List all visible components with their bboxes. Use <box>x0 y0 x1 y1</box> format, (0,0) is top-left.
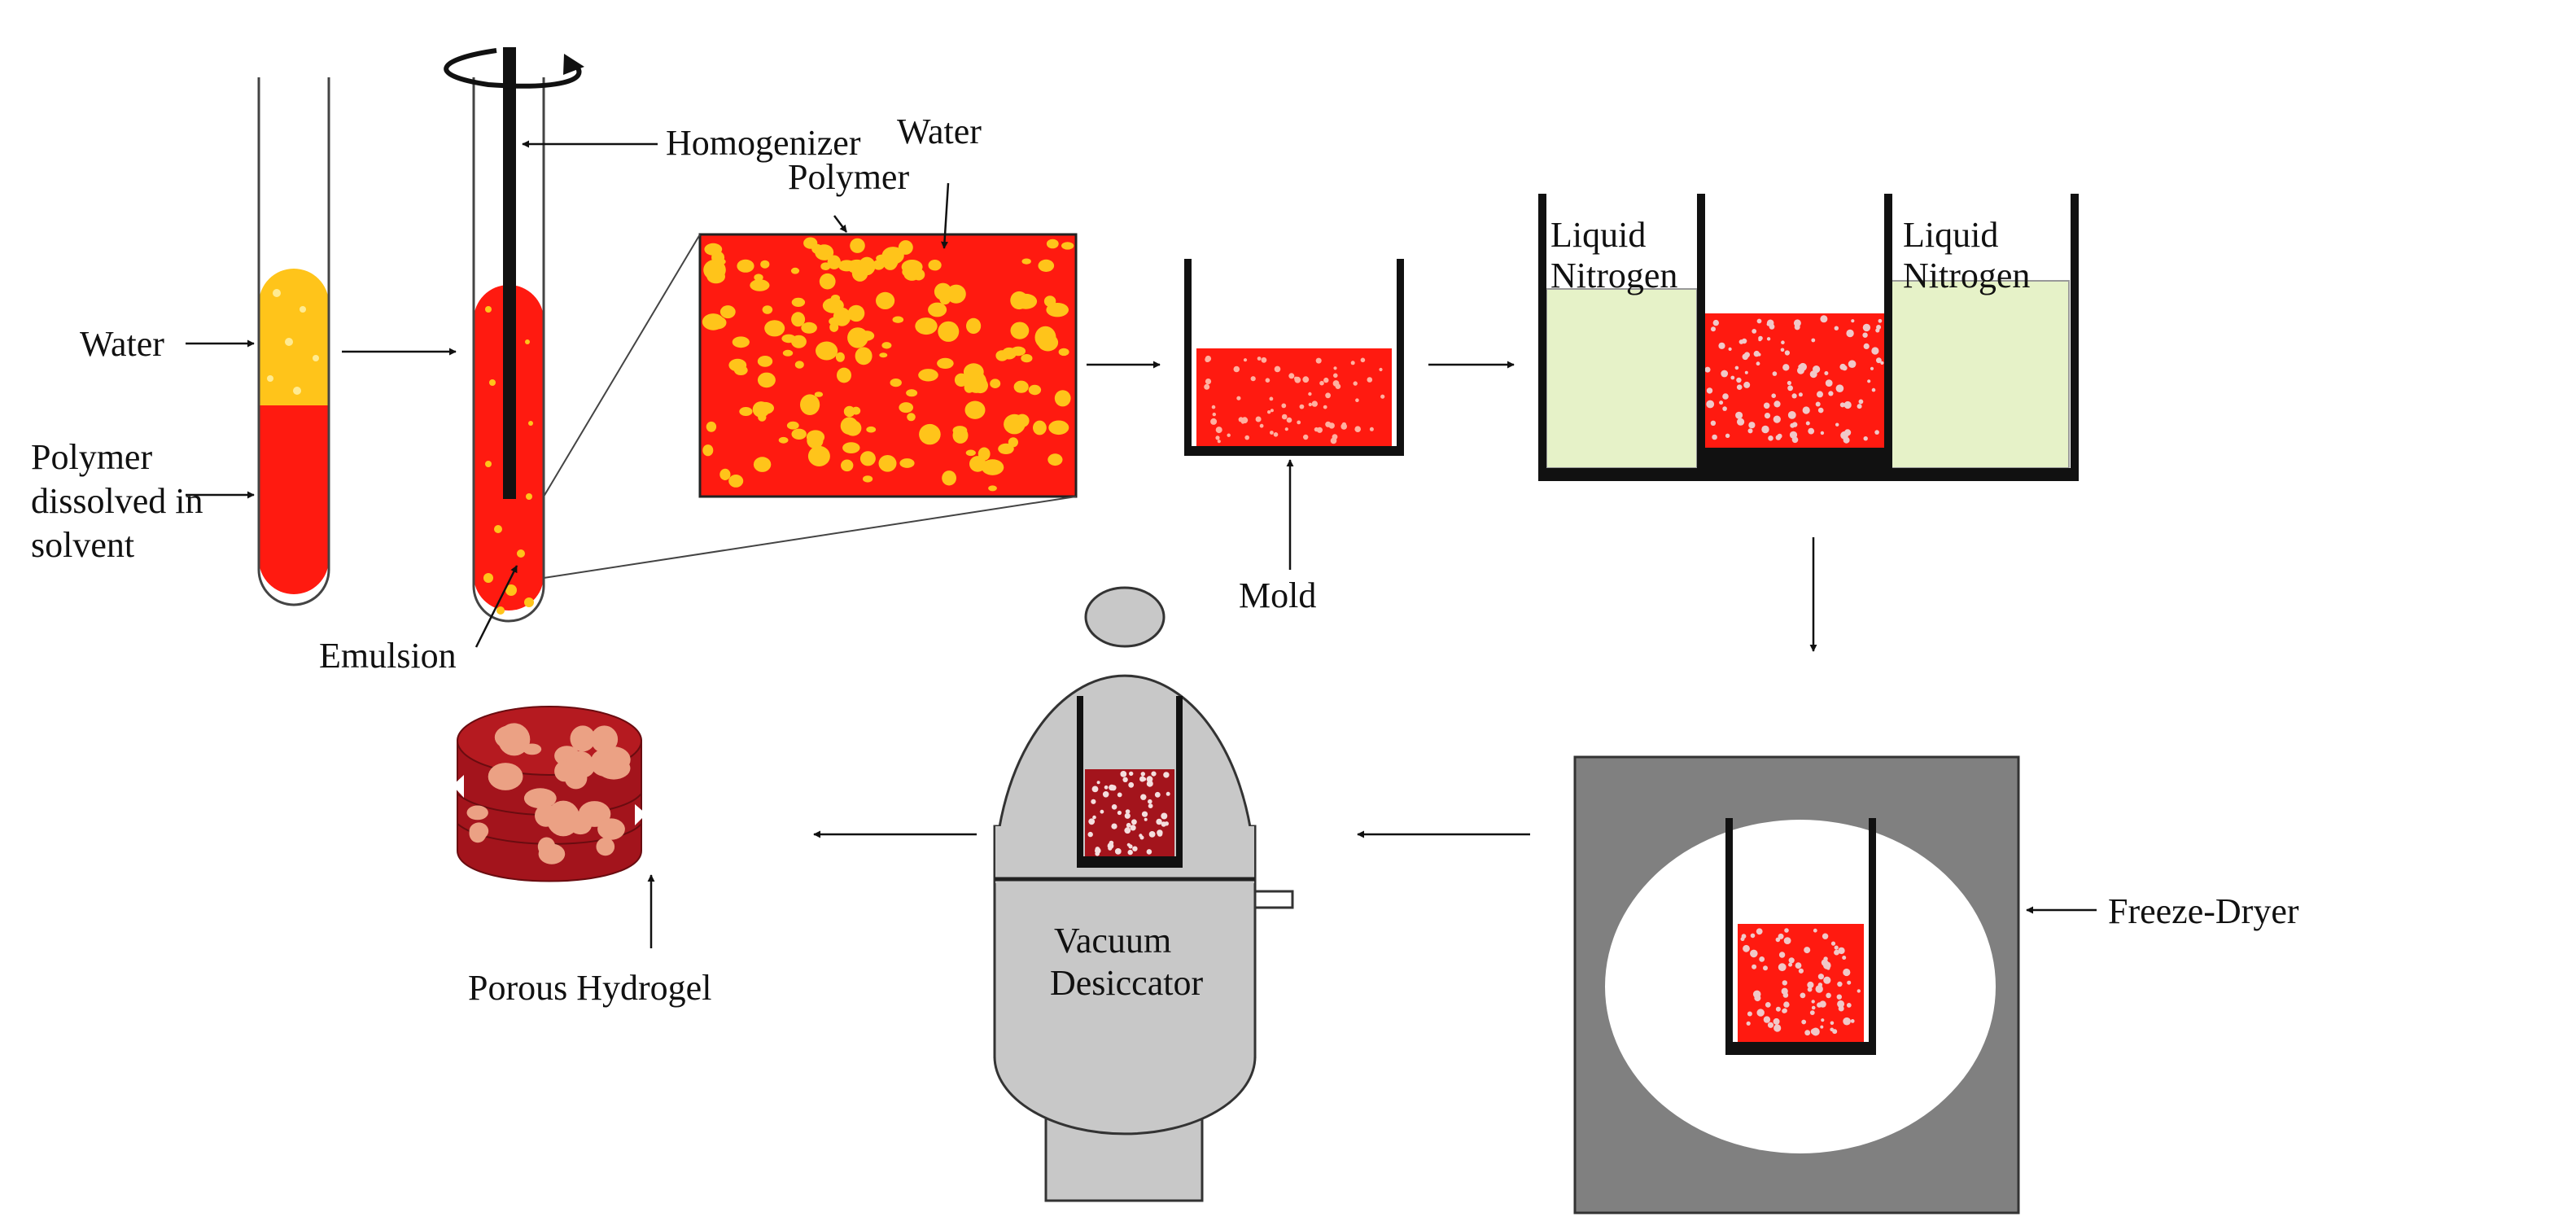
label-pointer-arrows <box>186 140 2097 948</box>
label-zoom-water: Water <box>897 112 982 151</box>
labels: Water Polymer dissolved in solvent Homog… <box>31 112 2299 1008</box>
liquid-nitrogen-bath <box>1538 194 2079 481</box>
vacuum-desiccator <box>993 586 1294 1202</box>
label-ln2-left-line1: Liquid <box>1550 215 1646 255</box>
freeze-dryer <box>1573 755 2020 1214</box>
label-polymer-line1: Polymer <box>31 437 152 477</box>
label-ln2-right-line2: Nitrogen <box>1903 256 2030 295</box>
water-layer <box>259 269 329 407</box>
label-vacuum-line1: Vacuum <box>1054 921 1171 961</box>
emulsion-zoom-box <box>698 233 1078 498</box>
label-zoom-polymer: Polymer <box>788 157 909 197</box>
label-polymer-line2: dissolved in <box>31 481 203 521</box>
label-mold: Mold <box>1239 575 1316 615</box>
label-porous-hydrogel: Porous Hydrogel <box>468 968 711 1008</box>
label-ln2-right-line1: Liquid <box>1903 215 1998 255</box>
label-homogenizer: Homogenizer <box>666 123 861 163</box>
polymer-solution-layer <box>259 405 329 594</box>
label-emulsion: Emulsion <box>319 636 457 676</box>
label-ln2-left-line2: Nitrogen <box>1550 256 1677 295</box>
process-arrows <box>342 348 1817 838</box>
label-vacuum-line2: Desiccator <box>1050 963 1203 1003</box>
mold <box>1184 259 1404 456</box>
label-freeze-dryer: Freeze-Dryer <box>2108 891 2299 931</box>
porous-hydrogel <box>453 706 646 882</box>
homogenizer-shaft <box>444 47 584 499</box>
test-tube-1 <box>257 77 330 606</box>
label-water-tube: Water <box>80 324 164 364</box>
label-polymer-line3: solvent <box>31 525 134 565</box>
